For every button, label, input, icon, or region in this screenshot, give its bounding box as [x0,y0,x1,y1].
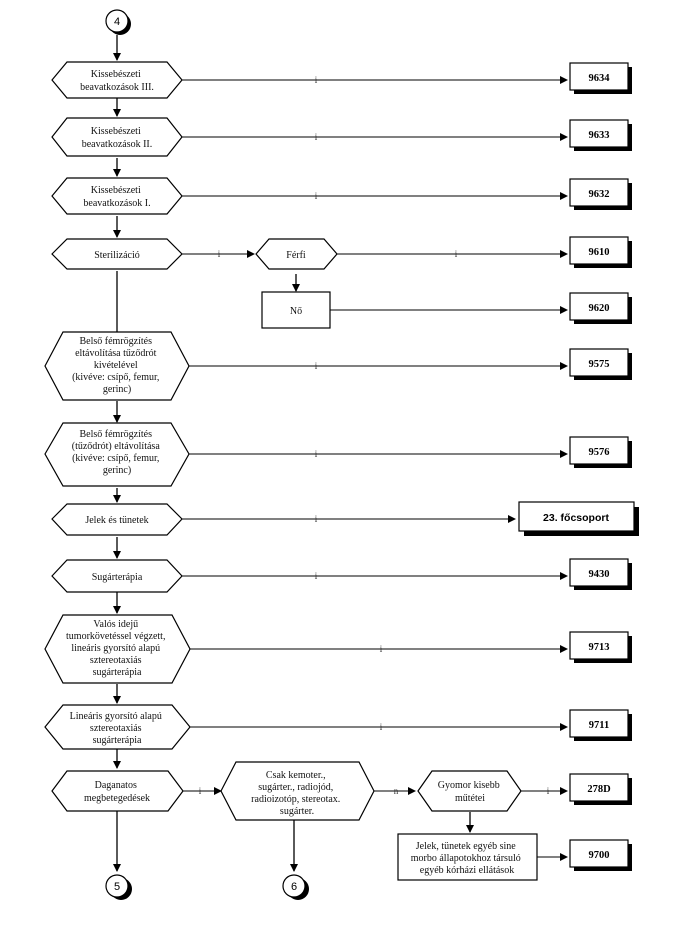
process-box-jelek: Jelek, tünetek egyéb sine morbo állapoto… [397,833,538,881]
spine-lines [113,35,474,872]
code-box-23-focsoport: 23. főcsoport [518,501,639,536]
code-9713: 9713 [589,642,610,653]
code-9633: 9633 [589,130,610,141]
decision-d9-label: Valós idejű tumorkövetéssel végzett, lin… [66,619,168,678]
decision-d8 [51,559,183,593]
edge-label-i: i [547,786,550,796]
connector-bottom-mid: 6 [282,874,309,900]
decision-d4-label: Sterilizáció [94,250,140,261]
code-9575: 9575 [589,359,610,370]
process-box-no-label: Nő [290,306,302,317]
code-box-9620: 9620 [569,292,632,324]
process-box-no: Nő [261,291,331,329]
decision-d3-label: Kissebészeti beavatkozások I. [83,185,150,209]
code-9634: 9634 [589,73,611,84]
edge-label-i: i [315,75,318,85]
connector-top: 4 [105,9,131,35]
edge-label-i: i [315,449,318,459]
decision-d4 [51,238,183,270]
connector-label: 4 [114,16,120,28]
decision-d13-label: Gyomor kisebb műtétei [438,780,502,804]
edge-label-i: i [380,722,383,732]
decision-d6 [44,422,190,487]
decision-d7-label: Jelek és tünetek [85,515,148,526]
decision-d8-label: Sugárterápia [92,572,143,583]
code-9632: 9632 [589,189,610,200]
edge-label-i: i [199,786,202,796]
decision-d10 [44,704,191,750]
branch-lines [182,76,568,861]
decision-d2-label: Kissebészeti beavatkozások II. [82,126,153,150]
decision-d11 [51,770,184,812]
process-box-jelek-label: Jelek, tünetek egyéb sine morbo állapoto… [411,841,523,876]
connector-bottom-left: 5 [105,874,132,900]
decision-d7 [51,503,183,536]
decision-d11-label: Daganatos megbetegedések [84,780,150,804]
connector-label: 6 [291,881,297,893]
edge-label-i: i [315,361,318,371]
code-box-9430: 9430 [569,558,632,590]
decision-d6-label: Belső fémrögzítés (tűződrót) eltávolítás… [72,429,163,476]
decision-d5 [44,331,190,401]
edge-label-i: i [218,249,221,259]
edge-label-i: i [455,249,458,259]
code-9430: 9430 [589,569,610,580]
decision-d3 [51,177,183,215]
code-box-9610: 9610 [569,236,632,268]
decision-d4b [255,238,338,270]
code-box-9576: 9576 [569,436,632,468]
code-box-9713: 9713 [569,631,632,663]
decision-d1-label: Kissebészeti beavatkozások III. [80,69,154,93]
code-box-9575: 9575 [569,348,632,380]
decision-shapes [44,61,522,821]
code-box-9700: 9700 [569,839,632,871]
connector-label: 5 [114,881,120,893]
code-9610: 9610 [589,247,610,258]
code-box-278d: 278D [569,773,632,805]
code-box-9634: 9634 [569,62,632,94]
code-23-focsoport: 23. főcsoport [543,512,609,524]
decision-d5-label: Belső fémrögzítés eltávolítása tűződrót … [72,336,162,395]
edge-label-i: i [315,571,318,581]
decision-d4b-label: Férfi [286,250,306,261]
code-box-9632: 9632 [569,178,632,210]
code-9576: 9576 [589,447,610,458]
edge-label-i: i [380,644,383,654]
decision-d10-label: Lineáris gyorsító alapú sztereotaxiás su… [70,711,165,746]
decision-d9 [44,614,191,684]
edge-label-i: i [315,514,318,524]
edge-labels: i i i i i i i i i i i i n i [199,75,550,796]
edge-label-i: i [315,191,318,201]
code-9711: 9711 [589,720,609,731]
code-box-9711: 9711 [569,709,632,741]
decision-d12-label: Csak kemoter., sugárter., radiojód, radi… [251,770,343,817]
code-9620: 9620 [589,303,610,314]
decision-labels: Kissebészeti beavatkozások III. Kissebés… [66,69,502,817]
edge-label-i: i [315,132,318,142]
decision-d12 [220,761,375,821]
decision-d1 [51,61,183,99]
decision-d13 [417,770,522,812]
code-9700: 9700 [589,850,610,861]
code-278d: 278D [587,784,611,795]
edge-label-n: n [394,786,399,796]
code-box-9633: 9633 [569,119,632,151]
decision-d2 [51,117,183,157]
